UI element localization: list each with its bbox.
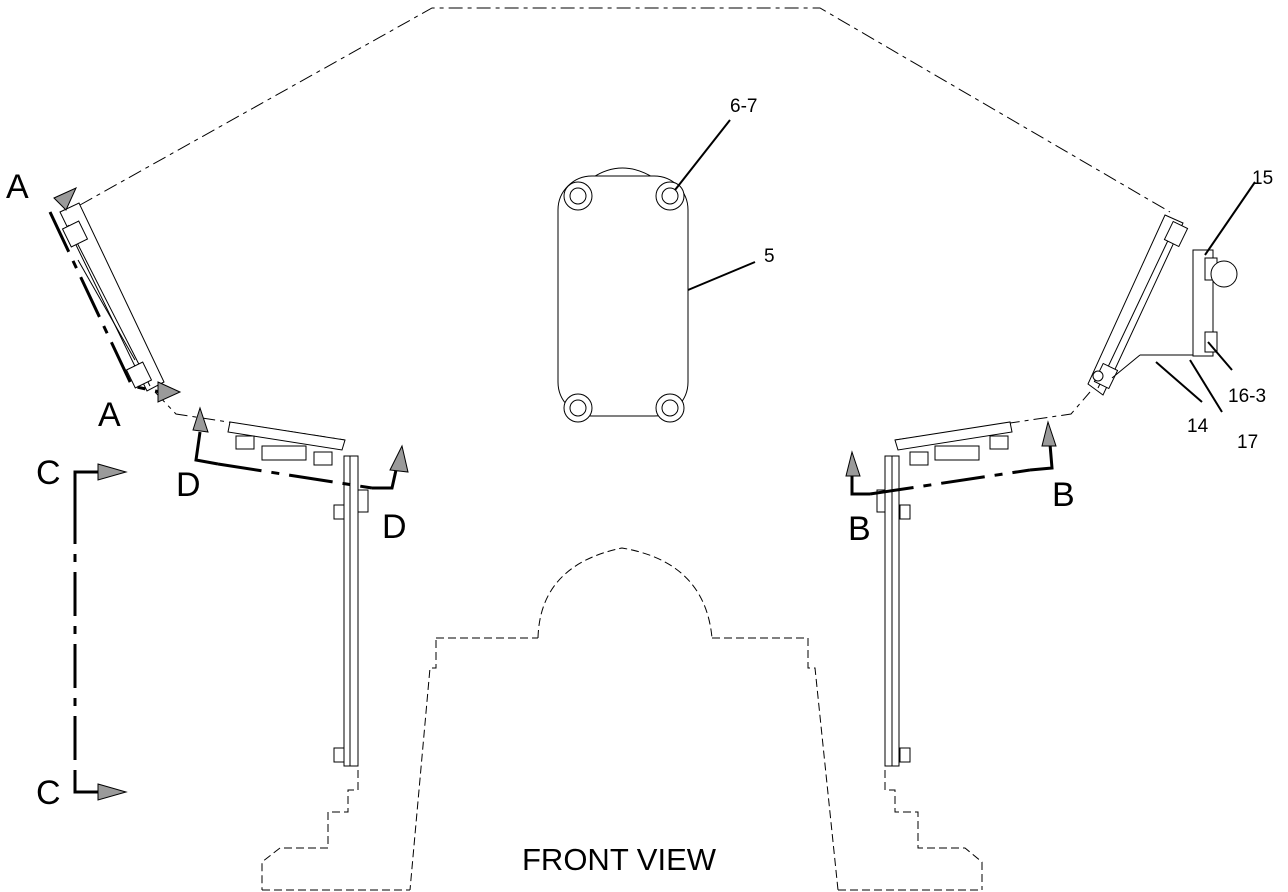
section-label-b-right: B: [1052, 476, 1075, 514]
section-label-a-top: A: [6, 168, 29, 206]
section-label-d-left: D: [176, 466, 201, 504]
section-label-c-bottom: C: [36, 774, 61, 812]
callout-15: 15: [1252, 168, 1273, 189]
left-lower-bracket: [227, 421, 346, 466]
section-label-a-bottom: A: [98, 396, 121, 434]
center-component: [557, 167, 689, 423]
leader-lines: [674, 119, 1256, 413]
left-vertical-bracket: [333, 455, 369, 767]
section-line-b: [845, 420, 1057, 496]
section-line-d: [192, 406, 409, 490]
section-line-a: [48, 186, 182, 403]
callout-17: 17: [1237, 432, 1258, 453]
callout-5: 5: [764, 246, 775, 267]
section-line-c: [73, 463, 128, 801]
lower-chassis-outline: [261, 547, 983, 891]
section-label-b-left: B: [848, 510, 871, 548]
right-lower-bracket: [894, 421, 1013, 466]
section-label-d-right: D: [382, 508, 407, 546]
callout-14: 14: [1187, 416, 1209, 437]
right-angled-bracket: [1087, 214, 1238, 396]
callout-16-3: 16-3: [1228, 386, 1266, 407]
left-angled-bracket: [59, 202, 165, 392]
right-vertical-bracket: [876, 455, 911, 767]
callout-6-7: 6-7: [730, 96, 757, 117]
view-title: FRONT VIEW: [522, 842, 717, 877]
section-label-c-top: C: [36, 454, 61, 492]
